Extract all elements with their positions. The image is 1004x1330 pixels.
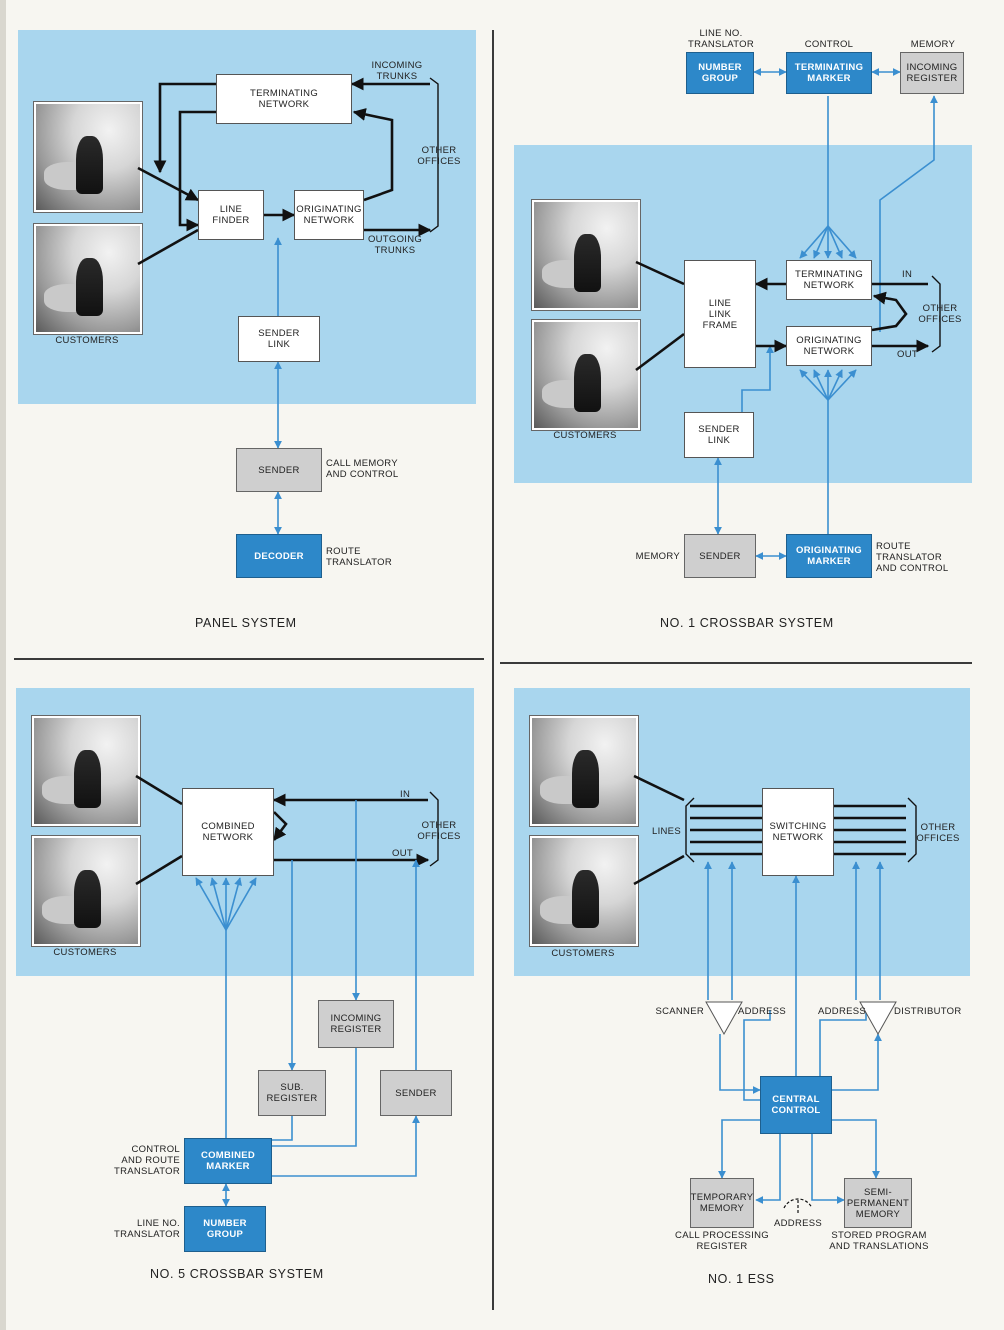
out-label: OUT [897, 349, 918, 360]
terminating-network-box: TERMINATING NETWORK [786, 260, 872, 300]
other-offices-label: OTHER OFFICES [417, 820, 461, 842]
combined-network-box: COMBINED NETWORK [182, 788, 274, 876]
memory-top-label: MEMORY [910, 39, 956, 50]
memory-bottom-label: MEMORY [635, 551, 680, 562]
address-right-label: ADDRESS [818, 1006, 867, 1017]
address-bottom-label: ADDRESS [773, 1218, 823, 1229]
route-translator-label: ROUTE TRANSLATOR [326, 546, 392, 568]
ess-title: NO. 1 ESS [708, 1272, 775, 1286]
page-edge [0, 0, 6, 1330]
number-group-box: NUMBER GROUP [686, 52, 754, 94]
other-offices-label: OTHER OFFICES [918, 303, 962, 325]
call-processing-register-label: CALL PROCESSING REGISTER [675, 1230, 769, 1252]
other-offices-label: OTHER OFFICES [916, 822, 960, 844]
customers-label: CUSTOMERS [553, 430, 617, 441]
central-control-box: CENTRAL CONTROL [760, 1076, 832, 1134]
terminating-network-box: TERMINATING NETWORK [216, 74, 352, 124]
customer-photo [531, 199, 641, 311]
other-offices-label: OTHER OFFICES [417, 145, 461, 167]
outgoing-trunks-label: OUTGOING TRUNKS [367, 234, 423, 256]
scanner-label: SCANNER [655, 1006, 704, 1017]
customer-photo [33, 101, 143, 213]
crossbar5-title: NO. 5 CROSSBAR SYSTEM [150, 1267, 324, 1281]
crossbar1-title: NO. 1 CROSSBAR SYSTEM [660, 616, 834, 630]
customer-photo [529, 835, 639, 947]
stored-program-label: STORED PROGRAM AND TRANSLATIONS [829, 1230, 929, 1252]
line-no-translator-label: LINE NO. TRANSLATOR [688, 28, 754, 50]
sender-box: SENDER [380, 1070, 452, 1116]
sender-link-box: SENDER LINK [238, 316, 320, 362]
sub-register-box: SUB. REGISTER [258, 1070, 326, 1116]
semi-permanent-memory-box: SEMI- PERMANENT MEMORY [844, 1178, 912, 1228]
originating-network-box: ORIGINATING NETWORK [786, 326, 872, 366]
incoming-trunks-label: INCOMING TRUNKS [371, 60, 423, 82]
control-route-label: CONTROL AND ROUTE TRANSLATOR [114, 1144, 180, 1177]
customer-photo [531, 319, 641, 431]
sender-link-box: SENDER LINK [684, 412, 754, 458]
lines-label: LINES [652, 826, 681, 837]
horizontal-divider-left [14, 658, 484, 660]
customer-photo [31, 715, 141, 827]
customers-label: CUSTOMERS [55, 335, 119, 346]
customer-photo [31, 835, 141, 947]
customer-photo [529, 715, 639, 827]
terminating-marker-box: TERMINATING MARKER [786, 52, 872, 94]
scanner-triangle [705, 1001, 743, 1036]
distributor-triangle [859, 1001, 897, 1036]
control-label: CONTROL [804, 39, 854, 50]
customers-label: CUSTOMERS [53, 947, 117, 958]
line-no-translator-label: LINE NO. TRANSLATOR [114, 1218, 180, 1240]
switching-network-box: SWITCHING NETWORK [762, 788, 834, 876]
customers-label: CUSTOMERS [551, 948, 615, 959]
combined-marker-box: COMBINED MARKER [184, 1138, 272, 1184]
sender-box: SENDER [236, 448, 322, 492]
number-group-box: NUMBER GROUP [184, 1206, 266, 1252]
incoming-register-box: INCOMING REGISTER [900, 52, 964, 94]
originating-marker-box: ORIGINATING MARKER [786, 534, 872, 578]
customer-photo [33, 223, 143, 335]
line-finder-box: LINE FINDER [198, 190, 264, 240]
out-label: OUT [392, 848, 413, 859]
line-link-frame-box: LINE LINK FRAME [684, 260, 756, 368]
sender-box: SENDER [684, 534, 756, 578]
distributor-label: DISTRIBUTOR [894, 1006, 962, 1017]
incoming-register-box: INCOMING REGISTER [318, 1000, 394, 1048]
temporary-memory-box: TEMPORARY MEMORY [690, 1178, 754, 1228]
address-left-label: ADDRESS [738, 1006, 787, 1017]
in-label: IN [400, 789, 411, 800]
vertical-divider [492, 30, 494, 1310]
route-translator-label: ROUTE TRANSLATOR AND CONTROL [876, 541, 949, 574]
call-memory-label: CALL MEMORY AND CONTROL [326, 458, 399, 480]
panel-system-title: PANEL SYSTEM [195, 616, 297, 630]
horizontal-divider-right [500, 662, 972, 664]
decoder-box: DECODER [236, 534, 322, 578]
originating-network-box: ORIGINATING NETWORK [294, 190, 364, 240]
in-label: IN [902, 269, 913, 280]
